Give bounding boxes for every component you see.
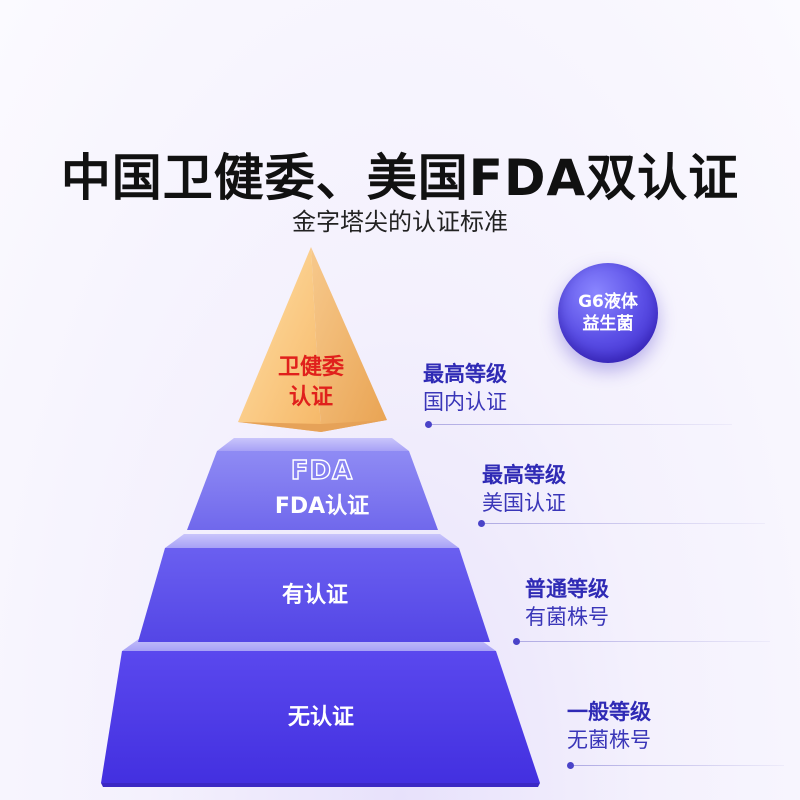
tier-4-bottom-edge [101, 783, 540, 787]
page-subtitle: 金字塔尖的认证标准 [292, 208, 508, 236]
level-1-line [432, 424, 732, 425]
level-1-dot [425, 421, 432, 428]
pyramid-tier-2 [187, 438, 438, 530]
level-1-title: 最高等级 [423, 362, 507, 386]
level-2-dot [478, 520, 485, 527]
tier-4-front-face [101, 651, 540, 783]
badge-line-1: G6液体 [578, 292, 638, 312]
level-1: 最高等级 国内认证 [423, 360, 507, 416]
level-3-line [520, 641, 770, 642]
level-3-dot [513, 638, 520, 645]
apex-left-face [238, 247, 321, 432]
product-badge: G6液体 益生菌 [558, 263, 658, 363]
tier-2-top-face [217, 438, 409, 451]
level-3-title: 普通等级 [525, 577, 609, 601]
tier-1-label-line-2: 认证 [289, 385, 333, 410]
tier-3-label: 有认证 [282, 582, 348, 608]
tier-2-label: FDA认证 [275, 494, 369, 519]
level-1-desc: 国内认证 [423, 390, 507, 414]
level-4-desc: 无菌株号 [567, 728, 651, 752]
apex-base-edge [238, 420, 387, 432]
badge-line-2: 益生菌 [582, 314, 634, 334]
level-3: 普通等级 有菌株号 [525, 575, 609, 631]
level-2-title: 最高等级 [482, 463, 566, 487]
level-4: 一般等级 无菌株号 [567, 698, 651, 754]
fda-logo: FDA [291, 456, 353, 486]
tier-2-front-face [187, 451, 438, 530]
tier-4-label: 无认证 [288, 705, 354, 730]
level-4-line [574, 765, 784, 766]
level-2-line [485, 523, 765, 524]
level-2: 最高等级 美国认证 [482, 461, 566, 517]
pyramid-tier-3 [138, 534, 490, 642]
tier-3-top-face [165, 534, 459, 548]
tier-1-label-line-1: 卫健委 [278, 354, 344, 380]
apex-right-face [311, 247, 387, 432]
page-title: 中国卫健委、美国FDA双认证 [60, 149, 740, 207]
tier-3-front-face [138, 548, 490, 642]
level-3-desc: 有菌株号 [525, 605, 609, 629]
level-4-dot [567, 762, 574, 769]
level-2-desc: 美国认证 [482, 491, 566, 515]
pyramid-apex [238, 247, 387, 432]
level-4-title: 一般等级 [567, 700, 651, 724]
